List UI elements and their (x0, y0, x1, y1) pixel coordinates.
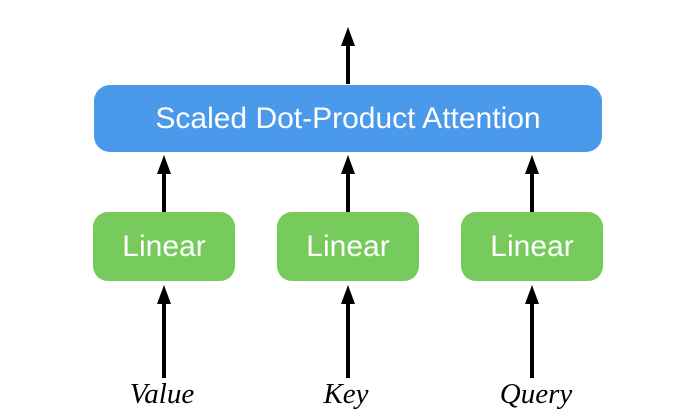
linear-box-value-label: Linear (122, 229, 206, 263)
value-to-attention-arrow (157, 155, 171, 212)
value-to-linear-arrow (157, 285, 171, 378)
query-to-linear-arrow (525, 285, 539, 378)
scaled-dot-product-attention-label: Scaled Dot-Product Attention (155, 101, 541, 135)
linear-box-query: Linear (461, 212, 603, 281)
scaled-dot-product-attention-box: Scaled Dot-Product Attention (94, 85, 602, 152)
linear-box-key: Linear (277, 212, 419, 281)
linear-box-value: Linear (93, 212, 235, 281)
key-to-attention-arrow (341, 155, 355, 212)
input-label-query: Query (499, 378, 573, 410)
key-to-linear-arrow (341, 285, 355, 378)
query-to-attention-arrow (525, 155, 539, 212)
output-arrow (341, 27, 355, 84)
linear-box-key-label: Linear (306, 229, 390, 263)
linear-box-query-label: Linear (490, 229, 574, 263)
input-label-key: Key (323, 378, 369, 410)
input-label-value: Value (129, 378, 195, 410)
